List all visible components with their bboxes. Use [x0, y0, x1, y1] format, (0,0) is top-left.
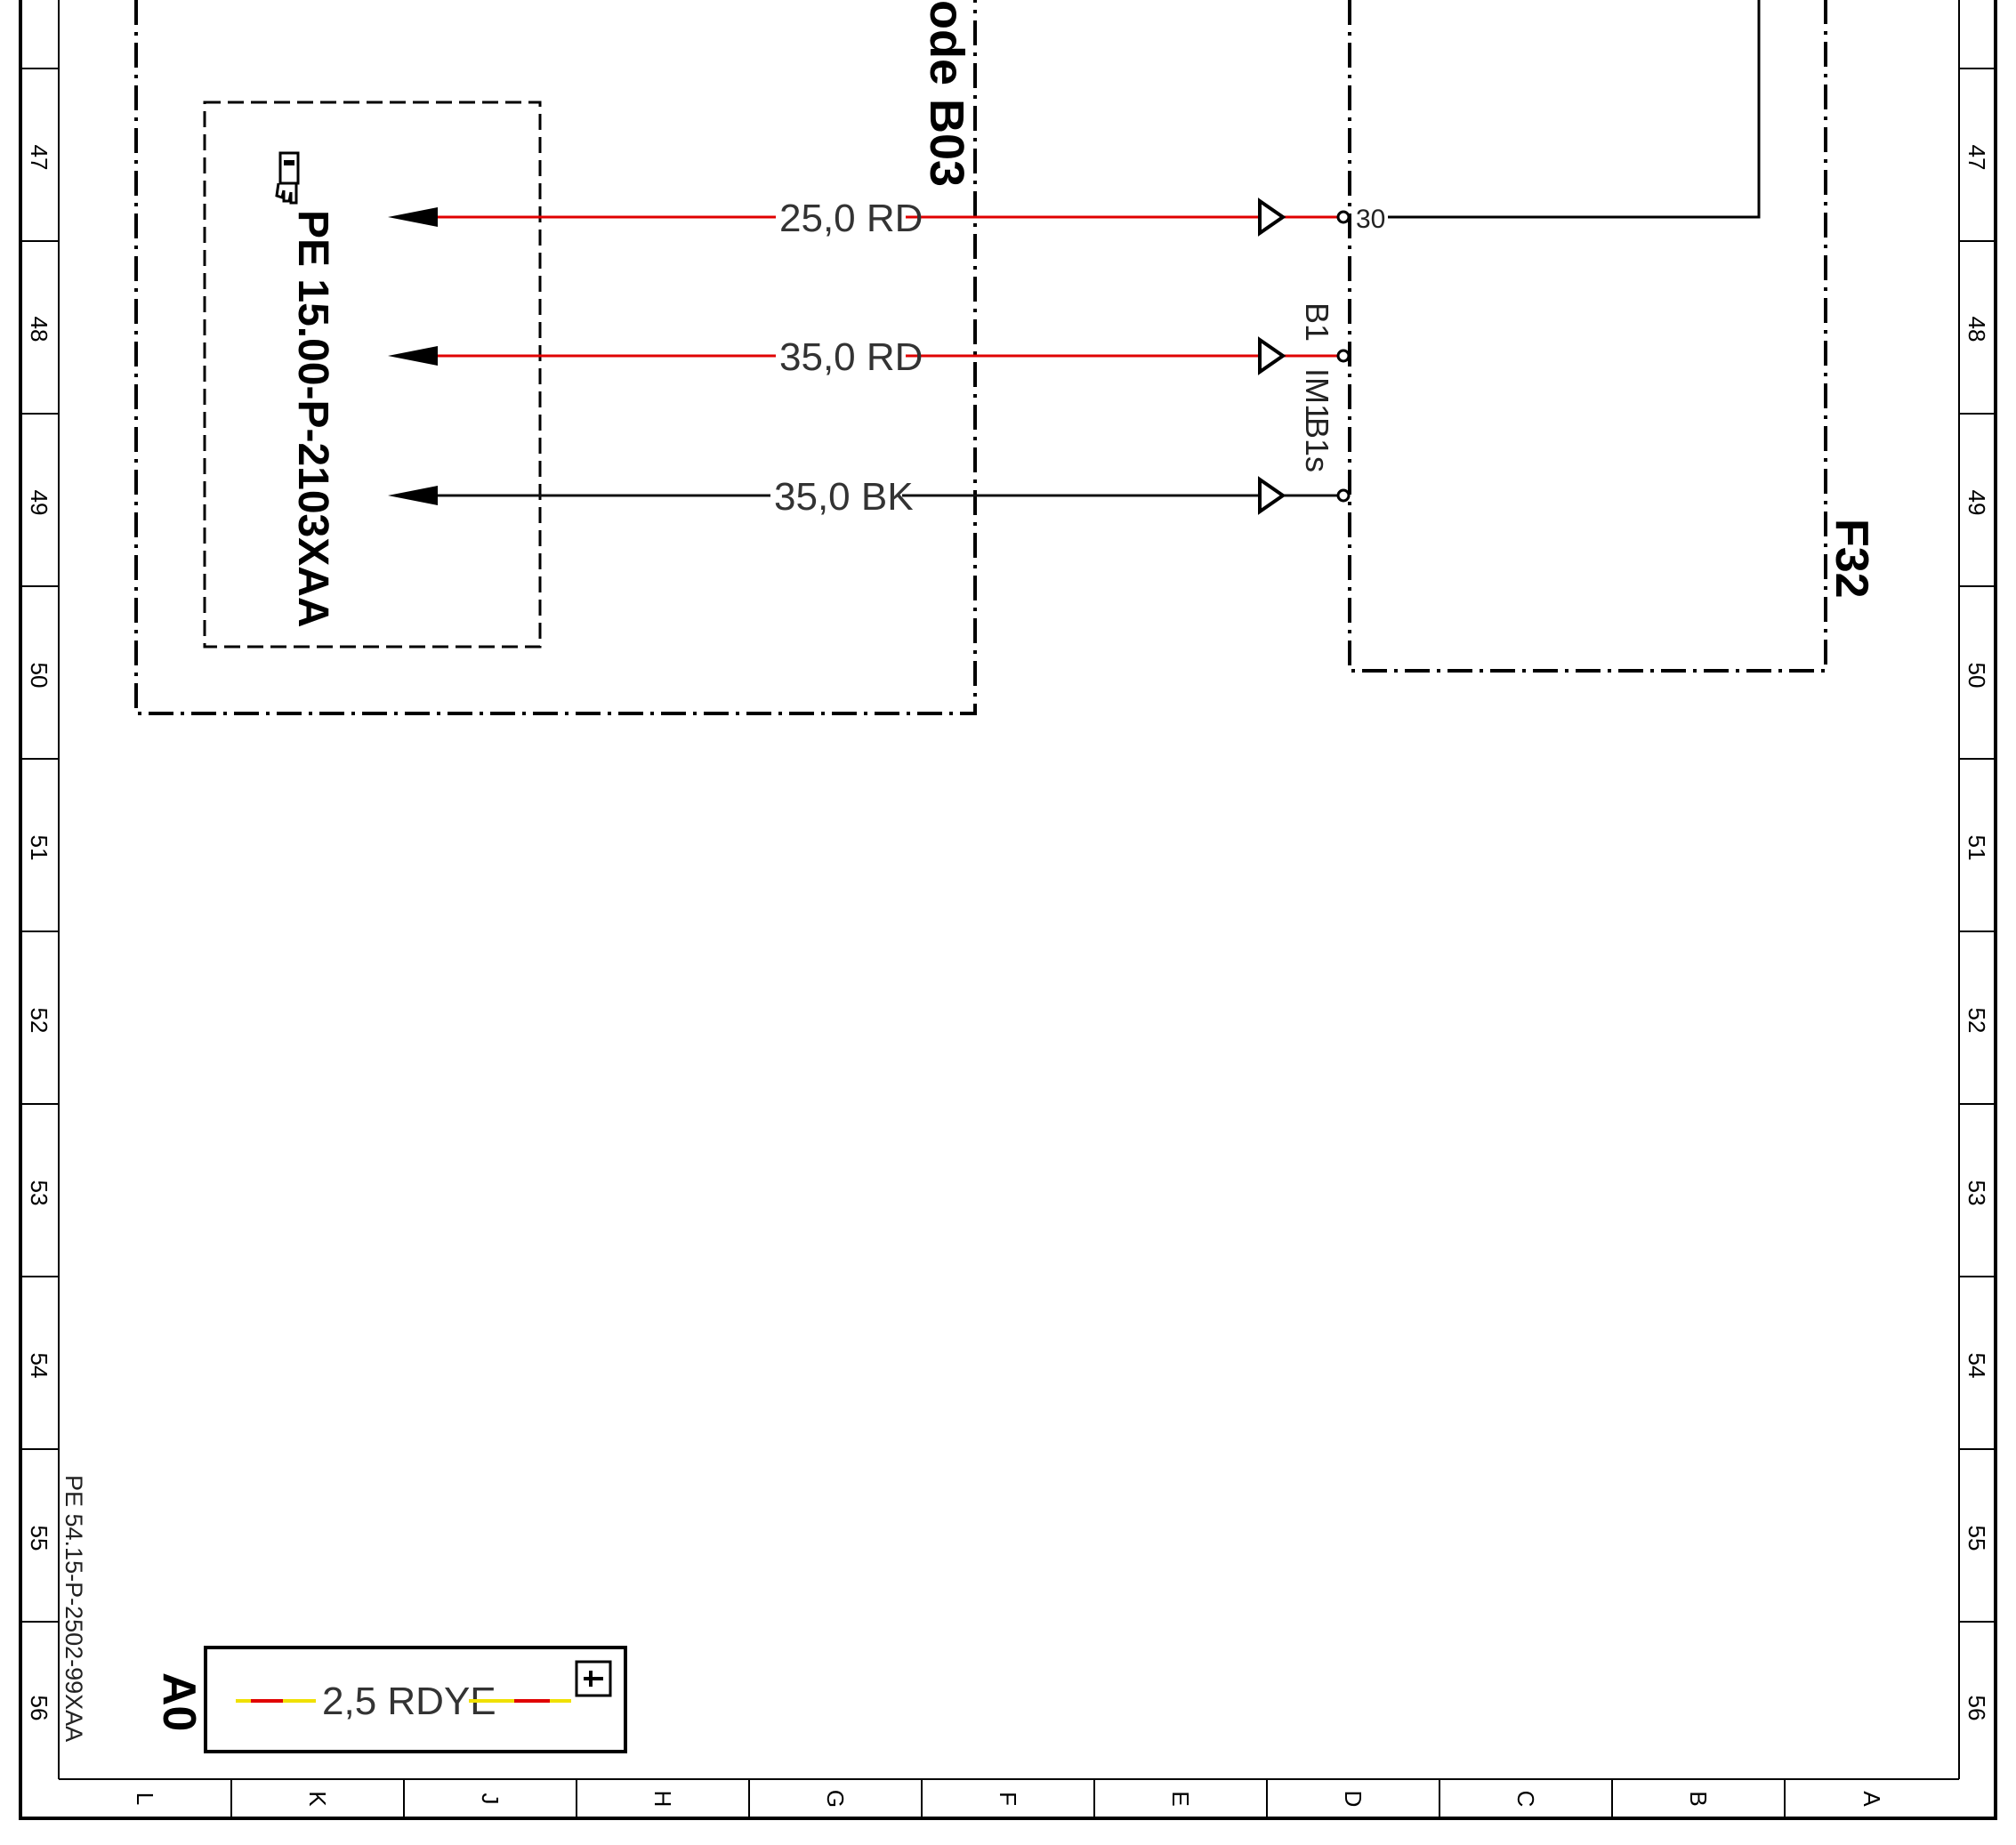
row-label-left: 52	[26, 1008, 52, 1034]
pointing-hand-icon	[275, 151, 300, 205]
wire-label: 35,0 BK	[774, 475, 914, 519]
row-label-right: 48	[1964, 317, 1990, 342]
pin-label: B1	[1299, 302, 1335, 342]
row-label-right: 49	[1964, 490, 1990, 516]
pin-terminal-icon	[1336, 488, 1351, 503]
legend-id: A0	[153, 1672, 205, 1731]
row-label-left: 56	[26, 1696, 52, 1721]
module-label: ode B03	[920, 0, 973, 187]
row-label-right: 55	[1964, 1526, 1990, 1551]
row-label-left: 50	[26, 663, 52, 689]
sheet-outer-border	[19, 0, 1997, 1820]
fuse-symbol-icon	[575, 1660, 612, 1697]
column-label: J	[477, 1793, 504, 1805]
wire-im1: 25,0 RD IM1 30	[388, 197, 1385, 422]
arrow-left-icon	[388, 207, 438, 227]
arrow-right-hollow-icon	[1258, 336, 1286, 375]
arrow-left-icon	[388, 346, 438, 366]
row-label-right: 50	[1964, 663, 1990, 689]
column-label: H	[649, 1791, 676, 1808]
reference-box	[203, 101, 542, 649]
column-label: D	[1340, 1791, 1367, 1808]
column-label: G	[822, 1790, 849, 1808]
row-label-left: 48	[26, 317, 52, 342]
wire-b1s: 35,0 BK B1s	[388, 417, 1351, 519]
row-label-left: 53	[26, 1180, 52, 1206]
column-label: F	[995, 1792, 1021, 1806]
row-label-right: 54	[1964, 1353, 1990, 1379]
row-label-left: 47	[26, 145, 52, 171]
column-label: L	[132, 1793, 158, 1805]
column-label: C	[1512, 1791, 1539, 1808]
row-label-right: 53	[1964, 1180, 1990, 1206]
row-ticks	[20, 68, 1996, 1623]
row-label-left: 55	[26, 1526, 52, 1551]
column-label: A	[1859, 1791, 1885, 1807]
column-label: K	[304, 1791, 331, 1807]
row-label-left: 51	[26, 835, 52, 861]
reference-page-label: PE 15.00-P-2103XAA	[289, 210, 336, 628]
row-label-right: 47	[1964, 145, 1990, 171]
column-label: E	[1167, 1791, 1194, 1806]
module-boundary	[134, 0, 977, 715]
wire-label: 35,0 RD	[779, 335, 923, 379]
row-label-left: 49	[26, 490, 52, 516]
row-labels: 47 47 48 48 49 49 50 50 51 51 52 52 53 53 54 54 55 55 56 56	[26, 145, 1990, 1721]
internal-supply-line	[1388, 0, 1761, 219]
row-label-right: 56	[1964, 1696, 1990, 1721]
arrow-right-hollow-icon	[1258, 476, 1286, 515]
pin-label: IM1	[1299, 368, 1335, 422]
pin-terminal-icon	[1336, 349, 1351, 363]
arrow-left-icon	[388, 486, 438, 505]
legend-wire-label: 2,5 RDYE	[322, 1680, 496, 1723]
pin-terminal-icon	[1336, 210, 1351, 224]
arrow-right-hollow-icon	[1258, 197, 1286, 237]
wire-b1: 35,0 RD B1	[388, 302, 1351, 379]
row-label-right: 51	[1964, 835, 1990, 861]
wire-label: 25,0 RD	[779, 197, 923, 240]
column-label: B	[1685, 1791, 1712, 1806]
pin-label: B1s	[1299, 417, 1335, 472]
row-label-left: 54	[26, 1353, 52, 1379]
fuse-label: F32	[1826, 519, 1877, 599]
document-reference: PE 54.15-P-2502-99XAA	[60, 1475, 87, 1742]
fuse-box-boundary	[1348, 0, 1827, 673]
column-ticks	[230, 1779, 1786, 1818]
row-label-right: 52	[1964, 1008, 1990, 1034]
terminal-label: 30	[1356, 205, 1385, 234]
